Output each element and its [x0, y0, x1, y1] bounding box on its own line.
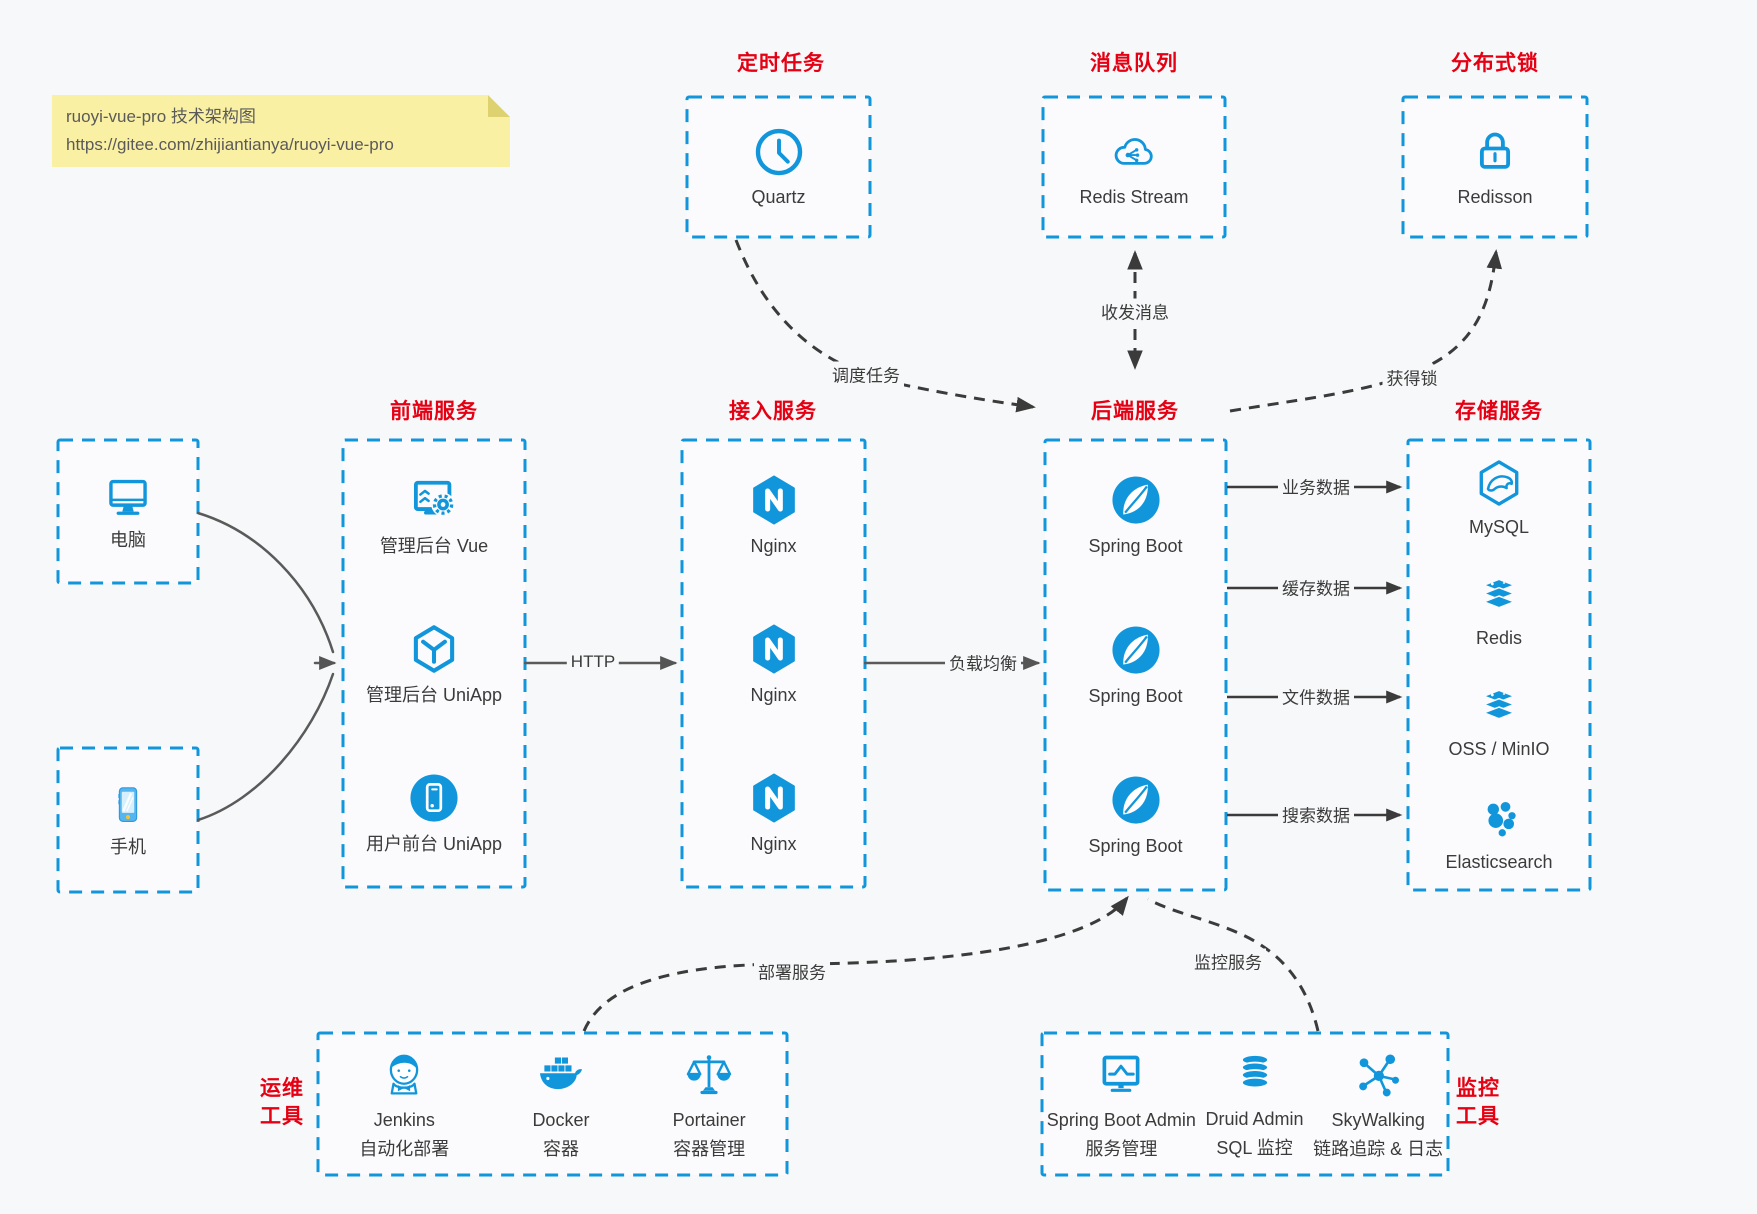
item-nginx-3: Nginx [745, 769, 803, 856]
group-distributed-lock: Redisson [1403, 97, 1587, 237]
admin-vue-icon [404, 471, 464, 529]
user-app-icon [405, 769, 463, 827]
edge-label-schedule-task: 调度任务 [828, 361, 904, 387]
title-timed-task: 定时任务 [737, 52, 825, 75]
title-distributed-lock: 分布式锁 [1451, 52, 1539, 75]
desktop-icon [102, 471, 154, 523]
item-redis-stream: Redis Stream [1079, 124, 1189, 209]
item-spring-boot-admin: Spring Boot Admin 服务管理 [1047, 1047, 1196, 1162]
edge-label-file-data: 文件数据 [1278, 683, 1354, 709]
edge-phone-to-frontend [196, 672, 335, 822]
edge-monitor-service [1147, 897, 1320, 1032]
title-message-queue: 消息队列 [1090, 52, 1178, 75]
title-backend: 后端服务 [1091, 400, 1179, 423]
item-spring-boot-3: Spring Boot [1088, 771, 1183, 858]
title-devops: 运维工具 [260, 1077, 304, 1128]
group-gateway: Nginx Nginx Nginx [682, 440, 865, 887]
edge-acquire-lock [1229, 249, 1503, 413]
edge-label-cache-data: 缓存数据 [1278, 574, 1354, 600]
item-druid-admin: Druid Admin SQL 监控 [1206, 1048, 1304, 1161]
group-timed-task: Quartz [687, 97, 870, 237]
portainer-icon [681, 1047, 737, 1103]
edge-label-http: HTTP [566, 652, 620, 672]
item-docker: Docker 容器 [532, 1047, 590, 1162]
edge-label-deploy-service: 部署服务 [754, 958, 830, 984]
item-redis: Redis [1472, 571, 1526, 650]
group-monitoring: Spring Boot Admin 服务管理 Druid Admin SQL 监… [1042, 1033, 1448, 1175]
item-spring-boot-2: Spring Boot [1088, 621, 1183, 708]
clock-icon [751, 124, 807, 180]
spring-boot-icon [1107, 771, 1165, 829]
note-url: https://gitee.com/zhijiantianya/ruoyi-vu… [66, 135, 394, 154]
spring-boot-icon [1107, 621, 1165, 679]
item-quartz: Quartz [751, 124, 807, 209]
group-message-queue: Redis Stream [1043, 97, 1225, 237]
item-admin-vue: 管理后台 Vue [380, 471, 488, 558]
sticky-note: ruoyi-vue-pro 技术架构图 https://gitee.com/zh… [52, 95, 510, 167]
item-admin-uniapp: 管理后台 UniApp [366, 620, 502, 707]
title-frontend: 前端服务 [390, 400, 478, 423]
elasticsearch-icon [1473, 793, 1525, 845]
edge-label-send-receive: 收发消息 [1097, 298, 1173, 324]
group-phone: 手机 [58, 748, 198, 892]
item-elasticsearch: Elasticsearch [1445, 793, 1553, 874]
group-backend: Spring Boot Spring Boot Spring Boot [1045, 440, 1226, 890]
item-computer: 电脑 [102, 471, 154, 552]
item-phone: 手机 [103, 780, 153, 859]
title-storage: 存储服务 [1455, 400, 1543, 423]
edge-label-monitor-service: 监控服务 [1190, 948, 1266, 974]
nginx-icon [745, 620, 803, 678]
edge-label-search-data: 搜索数据 [1278, 801, 1354, 827]
group-devops: Jenkins 自动化部署 Docker 容器 Portainer 容器管理 [318, 1033, 787, 1175]
item-jenkins: Jenkins 自动化部署 [359, 1047, 449, 1162]
edge-label-load-balance: 负载均衡 [945, 649, 1021, 675]
smartphone-icon [103, 780, 153, 830]
item-user-uniapp: 用户前台 UniApp [366, 769, 502, 856]
spring-boot-icon [1107, 471, 1165, 529]
item-oss-minio: OSS / MinIO [1448, 682, 1550, 761]
title-gateway: 接入服务 [729, 400, 817, 423]
item-skywalking: SkyWalking 链路追踪 & 日志 [1313, 1047, 1443, 1162]
spring-boot-admin-icon [1093, 1047, 1149, 1103]
note-title: ruoyi-vue-pro 技术架构图 [66, 107, 256, 126]
item-portainer: Portainer 容器管理 [673, 1047, 746, 1162]
edge-label-business-data: 业务数据 [1278, 473, 1354, 499]
item-nginx-2: Nginx [745, 620, 803, 707]
edge-label-acquire-lock: 获得锁 [1382, 364, 1442, 390]
oss-minio-icon [1472, 682, 1526, 732]
mysql-icon [1472, 456, 1526, 510]
monitoring-box-border [1040, 1031, 1450, 1177]
item-nginx-1: Nginx [745, 471, 803, 558]
item-spring-boot-1: Spring Boot [1088, 471, 1183, 558]
devops-box-border [316, 1031, 789, 1177]
uniapp-cube-icon [405, 620, 463, 678]
cloud-stream-icon [1105, 124, 1163, 180]
nginx-icon [745, 769, 803, 827]
item-mysql: MySQL [1469, 456, 1529, 539]
jenkins-icon [376, 1047, 432, 1103]
lock-icon [1467, 124, 1523, 180]
group-storage: MySQL Redis OSS / MinIO Elasticsearch [1408, 440, 1590, 890]
nginx-icon [745, 471, 803, 529]
storage-box-border [1406, 438, 1592, 892]
skywalking-icon [1350, 1047, 1406, 1103]
group-frontend: 管理后台 Vue 管理后台 UniApp 用户前台 UniApp [343, 440, 525, 887]
item-redisson: Redisson [1457, 124, 1533, 209]
edge-computer-to-frontend [196, 511, 335, 654]
docker-icon [532, 1047, 590, 1103]
redis-icon [1472, 571, 1526, 621]
message-queue-box-border [1041, 95, 1227, 239]
title-monitoring: 监控工具 [1456, 1077, 1500, 1128]
edge-schedule-task [734, 239, 1036, 413]
timed-task-box-border [685, 95, 872, 239]
druid-admin-icon [1228, 1048, 1282, 1102]
group-computer: 电脑 [58, 440, 198, 583]
edge-deploy-service [582, 895, 1129, 1032]
